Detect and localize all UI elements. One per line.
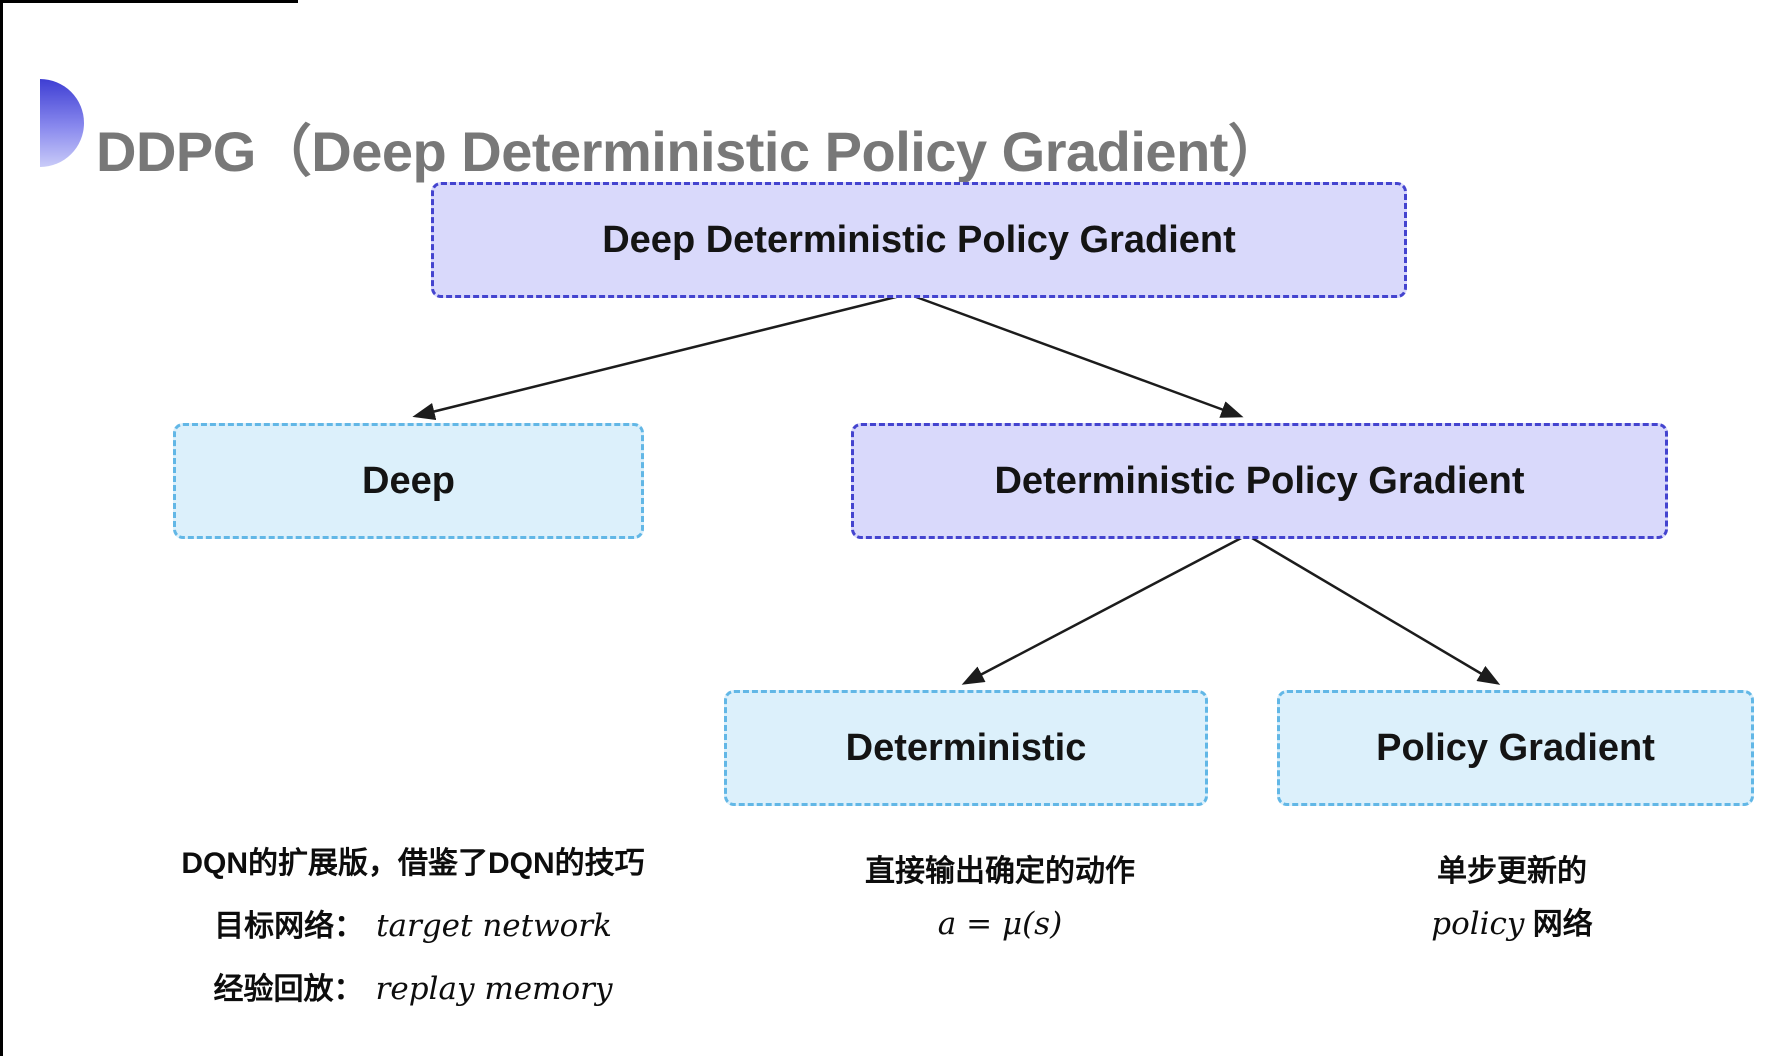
node-deterministic: Deterministic	[724, 690, 1208, 806]
node-deep: Deep	[173, 423, 644, 539]
annotation-deep-line2-term: target network	[376, 908, 612, 944]
window-top-border	[0, 0, 298, 3]
annotation-deep: DQN的扩展版，借鉴了DQN的技巧 目标网络： target network 经验…	[113, 846, 713, 1008]
arrow-dpg-to-deterministic	[961, 533, 1248, 685]
annotation-deep-line3: 经验回放： replay memory	[113, 971, 713, 1008]
node-deep-label: Deep	[362, 459, 455, 502]
annotation-deep-line2-label: 目标网络：	[214, 910, 365, 943]
annotation-deep-line1: DQN的扩展版，借鉴了DQN的技巧	[181, 847, 645, 880]
window-left-border	[0, 0, 3, 1056]
annotation-deterministic-formula: a = μ(s)	[750, 906, 1250, 942]
node-ddpg-label: Deep Deterministic Policy Gradient	[602, 218, 1236, 261]
annotation-policy-suffix: 网络	[1524, 908, 1593, 941]
formula-text: a = μ(s)	[937, 906, 1063, 942]
title-bullet-icon	[40, 79, 84, 167]
annotation-policy-gradient: 单步更新的 policy 网络	[1312, 854, 1712, 943]
node-policy-gradient: Policy Gradient	[1277, 690, 1754, 806]
annotation-policy-gradient-line2: policy 网络	[1312, 906, 1712, 943]
annotation-deep-line3-label: 经验回放：	[213, 973, 364, 1007]
annotation-deterministic: 直接输出确定的动作 a = μ(s)	[750, 854, 1250, 942]
annotation-policy-term: policy	[1431, 906, 1525, 942]
arrow-dpg-to-policy-gradient	[1246, 533, 1501, 685]
node-deterministic-policy-gradient: Deterministic Policy Gradient	[851, 423, 1668, 539]
annotation-policy-gradient-line1: 单步更新的	[1437, 855, 1587, 888]
annotation-deep-line3-term: replay memory	[375, 971, 613, 1008]
node-policy-gradient-label: Policy Gradient	[1376, 726, 1655, 769]
arrow-ddpg-to-dpg	[907, 292, 1244, 418]
page-title: DDPG（Deep Deterministic Policy Gradient）	[96, 119, 1284, 183]
node-ddpg: Deep Deterministic Policy Gradient	[431, 182, 1407, 298]
node-dpg-label: Deterministic Policy Gradient	[994, 459, 1525, 502]
annotation-deterministic-line1: 直接输出确定的动作	[865, 855, 1135, 888]
node-deterministic-label: Deterministic	[845, 726, 1087, 769]
annotation-deep-line2: 目标网络： target network	[113, 908, 713, 945]
arrow-ddpg-to-deep	[412, 292, 909, 420]
